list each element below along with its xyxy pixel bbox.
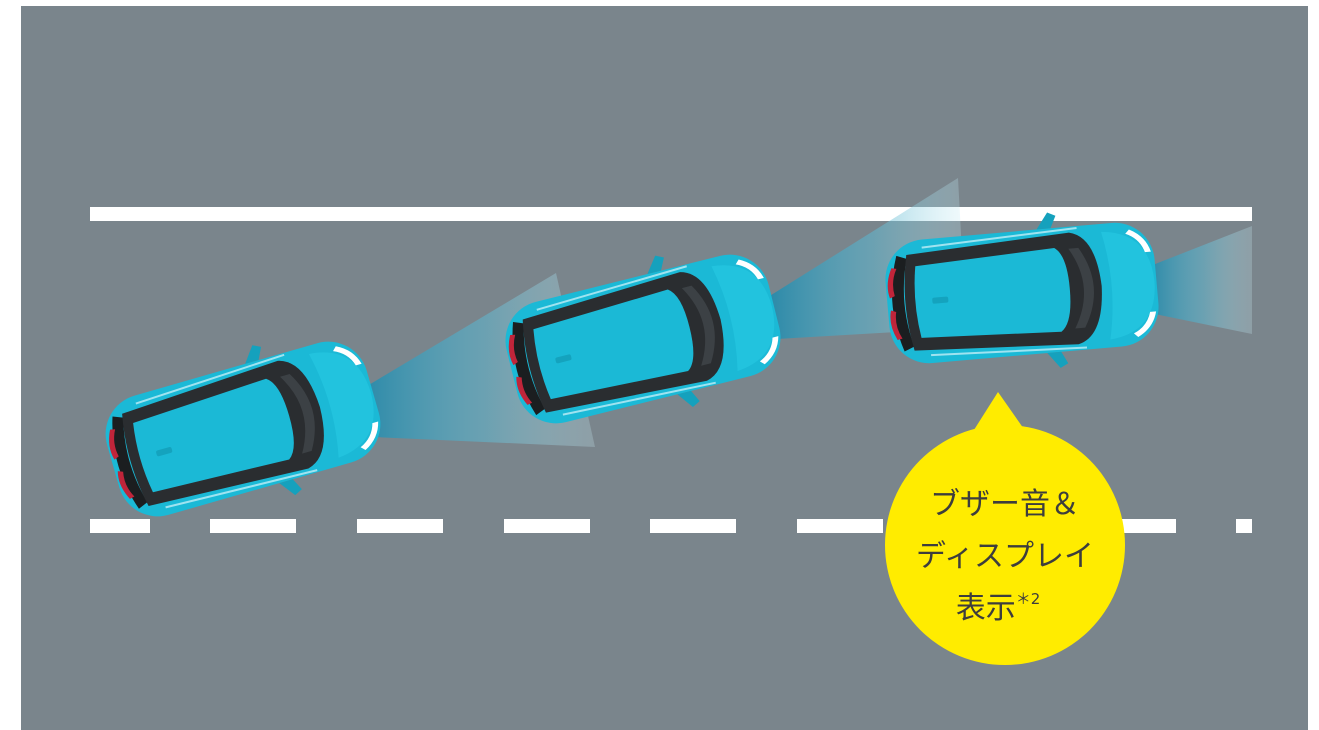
lane-dash: [504, 519, 590, 533]
callout-line-2: ディスプレイ: [916, 539, 1094, 574]
footnote-marker: ＊2: [1016, 590, 1041, 608]
solid-lane-line: [90, 207, 1252, 221]
callout-line-1: ブザー音＆: [930, 487, 1080, 522]
lane-dash: [797, 519, 883, 533]
lane-dash: [357, 519, 443, 533]
callout-line-3-text: 表示: [956, 591, 1016, 626]
lane-dash: [90, 519, 150, 533]
lane-dash: [650, 519, 736, 533]
lane-dash: [1236, 519, 1252, 533]
lane-dash: [210, 519, 296, 533]
